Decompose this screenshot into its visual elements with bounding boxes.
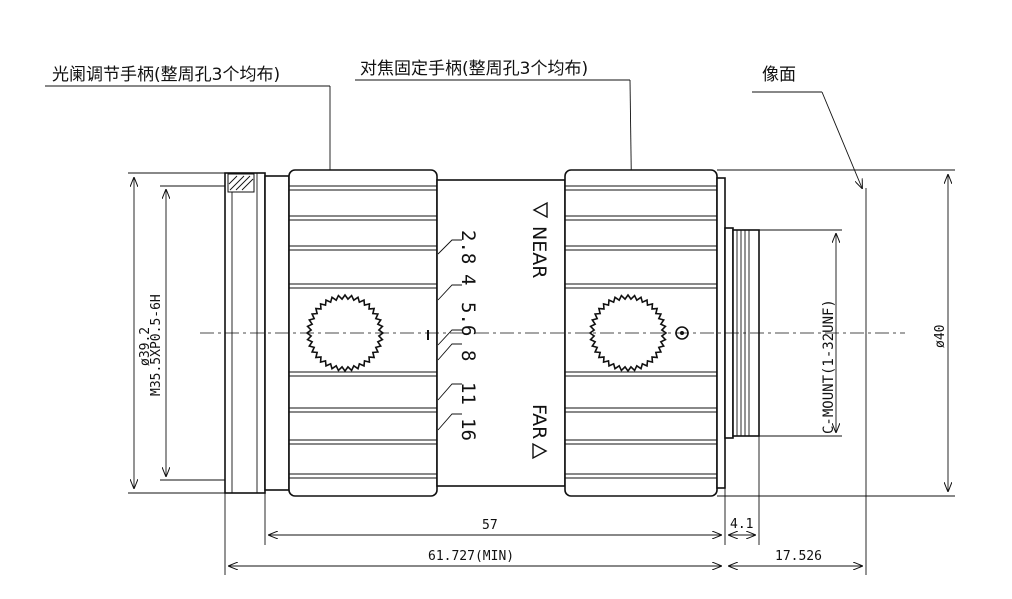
dim-len-57-label: 57 — [482, 518, 498, 533]
dim-mount-thread-label: C-MOUNT(1-32UNF) — [821, 299, 837, 434]
focus-marks: NEAR FAR — [528, 201, 550, 460]
near-label: NEAR — [528, 226, 550, 278]
aperture-scale-ticks — [437, 239, 462, 431]
dim-d39-2: ø39.2 — [128, 172, 225, 494]
dim-len-4-1: 4.1 — [729, 436, 760, 545]
dim-len-61-727: 61.727(MIN) — [224, 493, 721, 575]
f-stop-16: 16 — [457, 418, 479, 441]
dim-len-4-1-label: 4.1 — [730, 517, 753, 532]
dim-thread-front: M35.5XP0.5-6H — [149, 185, 225, 481]
dim-len-57: 57 — [264, 488, 726, 545]
far-arrow-icon — [532, 442, 548, 460]
f-stop-4: 4 — [457, 274, 479, 285]
focus-ring-knurl — [565, 185, 717, 479]
dim-len-17-526: 17.526 — [729, 549, 862, 566]
dim-thread-front-label: M35.5XP0.5-6H — [149, 294, 164, 396]
dim-len-17-526-label: 17.526 — [775, 549, 822, 564]
callout-focus-label: 对焦固定手柄(整周孔3个均布) — [360, 59, 588, 79]
near-arrow-icon — [532, 201, 548, 219]
dim-d40: ø40 — [717, 169, 955, 497]
f-stop-8: 8 — [457, 350, 479, 361]
callout-image-plane: 像面 — [752, 65, 862, 188]
callout-aperture-label: 光阑调节手柄(整周孔3个均布) — [52, 65, 280, 85]
thread-section-hatch — [227, 173, 255, 193]
f-stop-2-8: 2.8 — [457, 230, 479, 264]
callout-image-plane-label: 像面 — [762, 65, 796, 85]
dim-d40-label: ø40 — [933, 325, 948, 348]
f-stop-11: 11 — [457, 382, 479, 405]
callout-focus-handle: 对焦固定手柄(整周孔3个均布) — [355, 59, 633, 300]
dim-len-61-727-label: 61.727(MIN) — [428, 549, 514, 564]
dim-d39-2-label: ø39.2 — [138, 327, 153, 366]
dim-mount-thread: C-MOUNT(1-32UNF) — [759, 229, 842, 437]
f-stop-5-6: 5.6 — [457, 302, 479, 336]
aperture-ring-knurl — [289, 185, 437, 479]
far-label: FAR — [528, 404, 550, 439]
aperture-scale: 2.8 4 5.6 8 11 16 — [437, 230, 479, 441]
